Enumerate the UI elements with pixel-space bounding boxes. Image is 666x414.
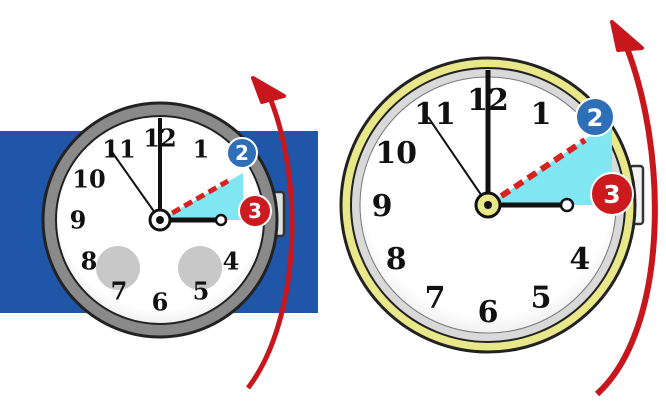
svg-text:3: 3 bbox=[248, 199, 262, 223]
badge-from-time: 2 bbox=[227, 138, 257, 168]
dial-numeral: 10 bbox=[72, 165, 105, 194]
hour-hand-tip bbox=[561, 199, 573, 211]
hour-hand-tip bbox=[216, 215, 226, 225]
dial-numeral: 5 bbox=[531, 281, 552, 316]
badge-to-time: 3 bbox=[591, 173, 633, 215]
badge-from-time: 2 bbox=[576, 98, 614, 136]
dial-numeral: 9 bbox=[70, 206, 87, 235]
badge-to-time: 3 bbox=[239, 195, 271, 227]
dial-numeral: 8 bbox=[81, 247, 98, 276]
dial-numeral: 11 bbox=[102, 135, 135, 164]
dial-numeral: 8 bbox=[386, 242, 407, 277]
dial-numeral: 1 bbox=[531, 97, 552, 132]
right-clock: 1214567891011 2 3 bbox=[341, 22, 655, 394]
dial-numeral: 9 bbox=[372, 189, 393, 224]
dial-numeral: 7 bbox=[425, 281, 446, 316]
left-watch: 1214567891011 2 3 bbox=[0, 78, 318, 388]
svg-text:3: 3 bbox=[603, 180, 620, 209]
dial-numeral: 1 bbox=[193, 135, 210, 164]
svg-text:2: 2 bbox=[235, 141, 249, 165]
dial-numeral: 10 bbox=[375, 136, 417, 171]
dial-numeral: 4 bbox=[223, 247, 240, 276]
dial-numeral: 6 bbox=[478, 295, 499, 330]
dial-numeral: 4 bbox=[569, 242, 590, 277]
svg-text:2: 2 bbox=[587, 104, 604, 132]
dial-numeral: 6 bbox=[152, 288, 169, 317]
dial-numeral: 5 bbox=[193, 277, 210, 306]
dial-numeral: 7 bbox=[111, 277, 128, 306]
